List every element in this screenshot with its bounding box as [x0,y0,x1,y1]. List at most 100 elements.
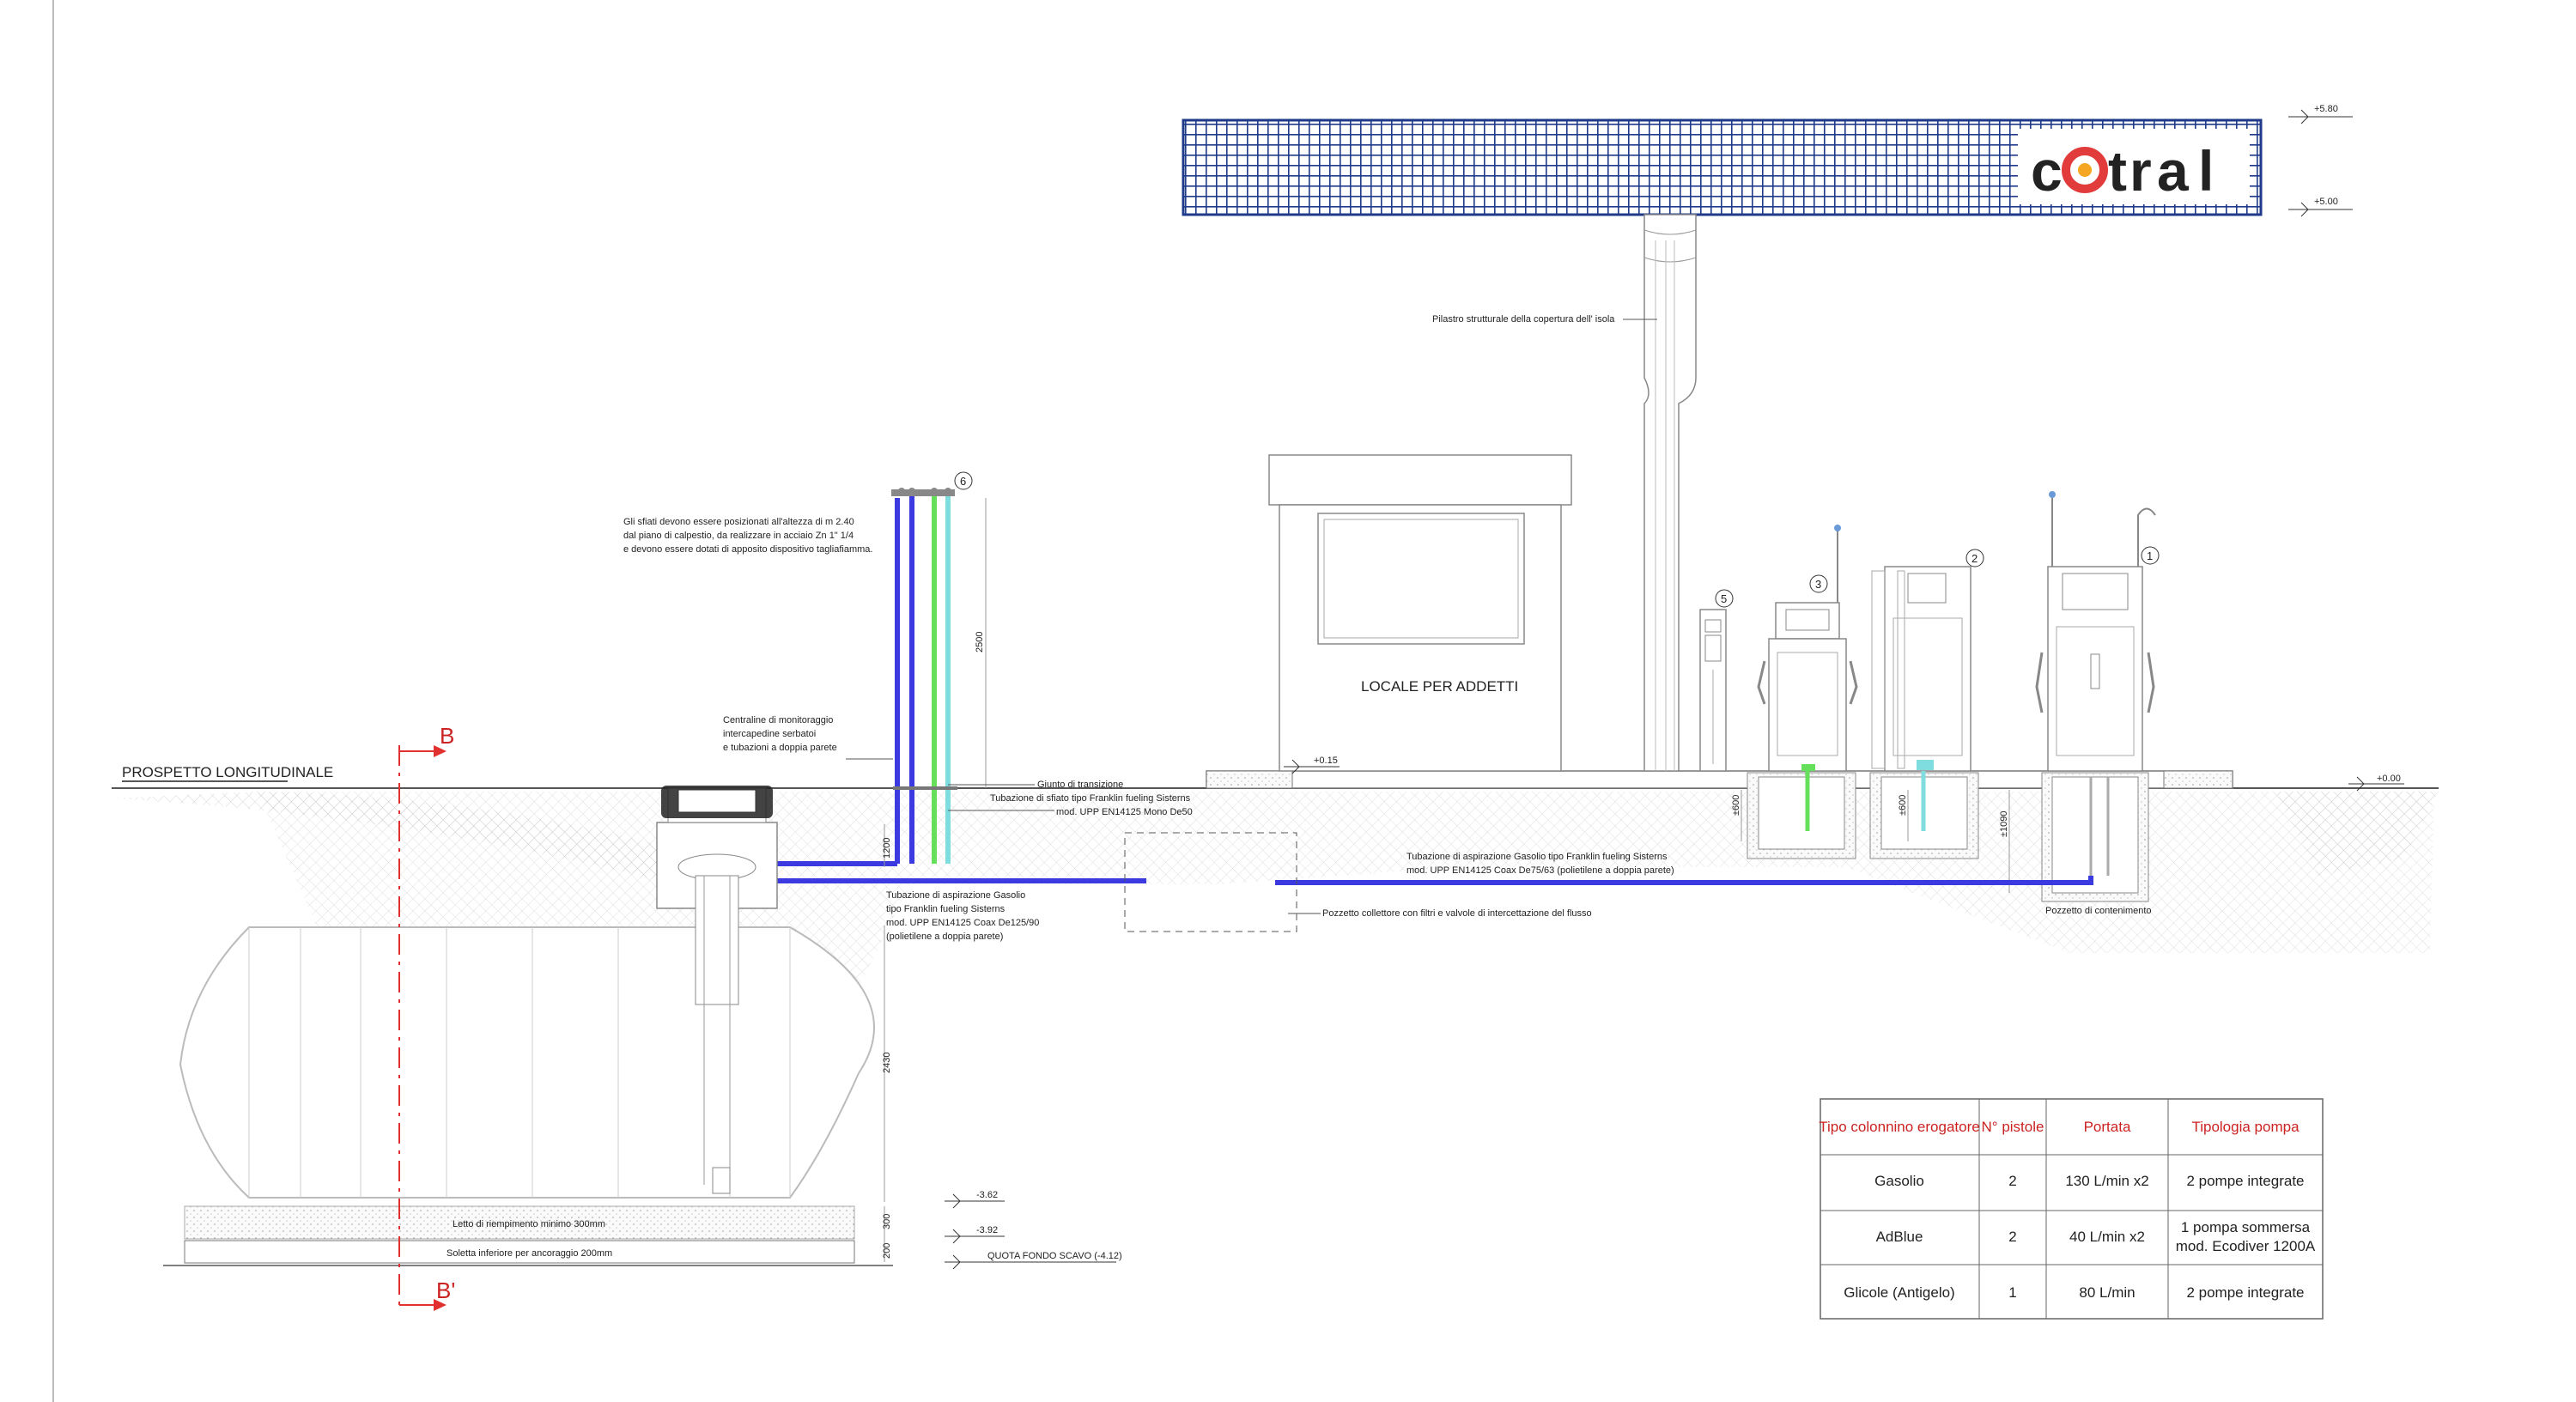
note-aspirazione-right: Tubazione di aspirazione Gasolio tipo Fr… [1406,852,1674,876]
note-centraline: Centraline di monitoraggio intercapedine… [723,715,893,760]
table-cell: 2 pompe integrate [2186,1173,2304,1189]
svg-text:intercapedine serbatoi: intercapedine serbatoi [723,729,816,739]
levels-bottom: -3.62 -3.92 QUOTA FONDO SCAVO (-4.12) [945,1190,1122,1270]
svg-text:-3.92: -3.92 [976,1225,998,1235]
svg-text:Tubazione di aspirazione Gasol: Tubazione di aspirazione Gasolio [886,890,1025,901]
svg-text:mod. UPP EN14125 Coax De75/63: mod. UPP EN14125 Coax De75/63 (polietile… [1406,865,1674,876]
svg-text:t: t [2108,139,2127,203]
svg-text:e tubazioni a doppia parete: e tubazioni a doppia parete [723,743,837,753]
table-cell: Gasolio [1874,1173,1924,1189]
svg-text:+5.80: +5.80 [2314,104,2338,114]
svg-text:QUOTA FONDO SCAVO (-4.12): QUOTA FONDO SCAVO (-4.12) [987,1251,1122,1261]
bedding-layer [184,1205,855,1240]
note-sfiati: Gli sfiati devono essere posizionati all… [623,517,872,555]
section-line [398,745,447,1311]
svg-text:dal piano di calpestio, da rea: dal piano di calpestio, da realizzare in… [623,531,854,541]
label-locale: LOCALE PER ADDETTI [1361,678,1518,695]
marker-3: 3 [1809,574,1828,593]
svg-text:mod. UPP EN14125 Coax De125/90: mod. UPP EN14125 Coax De125/90 [886,918,1039,928]
svg-text:2430: 2430 [882,1053,892,1073]
svg-text:±1090: ±1090 [1999,810,2009,837]
svg-text:6: 6 [960,475,966,488]
svg-text:Pozzetto collettore con filtri: Pozzetto collettore con filtri e valvole… [1322,908,1592,919]
note-pozzetto-collettore: Pozzetto collettore con filtri e valvole… [1288,908,1592,919]
svg-text:mod. UPP EN14125 Mono De50: mod. UPP EN14125 Mono De50 [1056,807,1193,817]
svg-text:300: 300 [882,1214,892,1229]
table-cell: 2 pompe integrate [2186,1284,2304,1301]
svg-text:±600: ±600 [1731,795,1741,816]
svg-text:a: a [2157,139,2190,203]
note-aspirazione-left: Tubazione di aspirazione Gasolio tipo Fr… [886,890,1039,942]
label-letto: Letto di riempimento minimo 300mm [453,1219,605,1229]
svg-text:+0.15: +0.15 [1314,756,1338,766]
section-mark-bottom: B' [436,1278,455,1303]
bottom-slab [184,1240,855,1264]
svg-text:1: 1 [2147,549,2153,562]
svg-text:Gli sfiati devono essere posiz: Gli sfiati devono essere posizionati all… [623,517,854,527]
pit-3 [1747,771,1856,859]
table-cell: mod. Ecodiver 1200A [2176,1238,2316,1254]
staff-room [1268,454,1572,772]
svg-text:e devono essere dotati di appo: e devono essere dotati di apposito dispo… [623,544,872,555]
note-sfiato-pipe: Tubazione di sfiato tipo Franklin fuelin… [948,793,1193,817]
table-cell: AdBlue [1876,1229,1923,1245]
table-header: Tipo colonnino erogatore [1819,1119,1979,1135]
dispenser-3 [1757,525,1858,772]
tank-dims: 2430 300 200 1200 2500 [882,498,987,1262]
marker-1: 1 [2141,546,2160,565]
underground-tank [179,786,875,1199]
table-cell: 1 pompa sommersa [2181,1219,2311,1235]
level-island: +0.15 [1284,756,1340,774]
table-cell: 2 [2008,1173,2016,1189]
svg-text:2: 2 [1971,552,1978,565]
level-markers-canopy: +5.80 +5.00 [2288,104,2353,217]
svg-text:1200: 1200 [882,838,892,859]
svg-text:3: 3 [1815,578,1821,591]
table-header: Portata [2084,1119,2131,1135]
table-cell: 130 L/min x2 [2065,1173,2148,1189]
table-cell: 40 L/min x2 [2069,1229,2145,1245]
marker-5: 5 [1715,589,1734,608]
table-cell: 2 [2008,1229,2016,1245]
dispenser-2 [1871,566,1971,772]
marker-2: 2 [1965,549,1984,567]
svg-text:tipo Franklin fueling Sisterns: tipo Franklin fueling Sisterns [886,904,1005,914]
pit-2 [1869,771,1979,859]
svg-text:c: c [2031,139,2063,203]
drawing-title: PROSPETTO LONGITUDINALE [122,764,333,780]
svg-text:5: 5 [1721,592,1727,605]
svg-text:200: 200 [882,1243,892,1259]
svg-text:Tubazione di aspirazione Gasol: Tubazione di aspirazione Gasolio tipo Fr… [1406,852,1668,862]
table-header: Tipologia pompa [2191,1119,2300,1135]
table-cell: 1 [2008,1284,2016,1301]
brand-logo: c t r a l [2031,139,2214,203]
pit-dims: ±600 ±600 ±1090 [1731,790,2010,893]
svg-text:(polietilene a doppia parete): (polietilene a doppia parete) [886,932,1003,942]
collector-pit [1124,832,1297,932]
level-ground: +0.00 [2348,774,2404,792]
svg-text:+0.00: +0.00 [2377,774,2401,784]
svg-text:r: r [2129,139,2152,203]
svg-text:l: l [2198,139,2214,203]
svg-text:Pozzetto di contenimento: Pozzetto di contenimento [2045,906,2152,916]
label-pilastro: Pilastro strutturale della copertura del… [1432,314,1615,325]
suction-pipe [777,498,2078,885]
svg-text:+5.00: +5.00 [2314,197,2338,207]
section-mark-top: B [440,723,454,749]
svg-text:Giunto di transizione: Giunto di transizione [1037,780,1123,790]
svg-text:±600: ±600 [1898,795,1908,816]
dispenser-5 [1699,609,1727,772]
table-cell: 80 L/min [2079,1284,2135,1301]
vent-pipes [891,488,957,864]
dispenser-table: Tipo colonnino erogatore N° pistole Port… [1819,1098,2324,1320]
svg-text:Centraline di monitoraggio: Centraline di monitoraggio [723,715,833,725]
note-pozzetto-contenimento: Pozzetto di contenimento [2045,906,2152,916]
table-header: N° pistole [1982,1119,2044,1135]
svg-text:-3.62: -3.62 [976,1190,998,1200]
marker-6: 6 [954,471,973,490]
note-giunto: Giunto di transizione [948,780,1123,790]
dispenser-1 [2035,491,2156,772]
svg-text:2500: 2500 [975,632,985,652]
table-cell: Glicole (Antigelo) [1844,1284,1954,1301]
